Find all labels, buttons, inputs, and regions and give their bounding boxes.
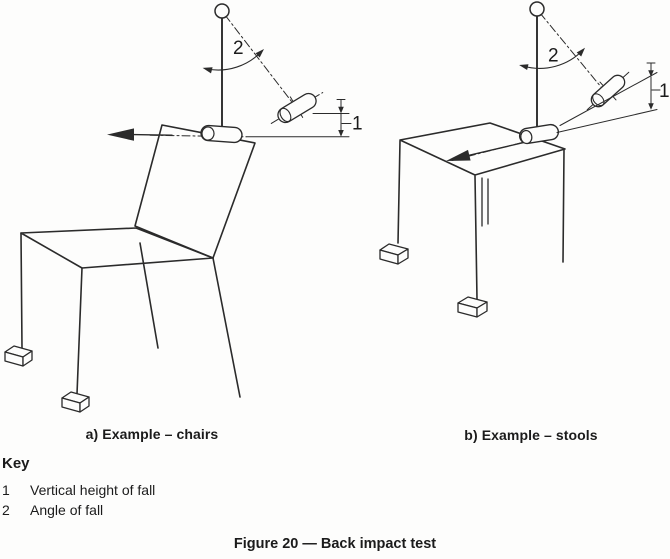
stool-leg [397, 140, 401, 244]
pendulum-pivot [529, 1, 545, 17]
foot-stop-block [379, 243, 409, 265]
angle-of-fall-label: 2 [233, 38, 244, 59]
chair-leg [139, 242, 159, 349]
key-item-ref: 1 [2, 482, 10, 498]
stool-drawing [379, 122, 566, 318]
chair-leg [212, 257, 241, 398]
pendulum-raised-centerline [539, 12, 607, 94]
figure-a-chair: 2 1 [4, 3, 363, 413]
dimension-ref-line [556, 109, 658, 133]
angle-of-fall-label: 2 [548, 46, 559, 67]
height-dimension [245, 99, 352, 138]
chair-leg [76, 267, 83, 395]
impact-direction-arrow [446, 149, 471, 161]
height-of-fall-label: 1 [352, 114, 363, 135]
stool-legs [397, 140, 565, 300]
key-title: Key [2, 455, 30, 472]
angle-arc [522, 49, 584, 69]
impact-arrow-tail [132, 133, 173, 136]
figure-a-caption: a) Example – chairs [85, 426, 219, 442]
dimension-ref-line [559, 72, 658, 126]
dimension-arrowhead [648, 70, 654, 77]
pendulum-pivot [214, 3, 230, 19]
foot-stop-block [4, 345, 33, 367]
raised-impact-hammer [270, 92, 324, 124]
stool-leg [474, 175, 478, 300]
dimension-arrowhead [338, 106, 344, 114]
key-item-label: Vertical height of fall [30, 482, 156, 498]
figure-b-caption: b) Example – stools [464, 427, 598, 443]
chair-drawing [4, 124, 256, 413]
impact-hammer [518, 123, 560, 145]
stool-seat [399, 122, 566, 176]
key-section: Key 1 Vertical height of fall 2 Angle of f… [2, 455, 155, 522]
stool-leg [562, 149, 565, 263]
figure-b-stool: 2 1 [379, 1, 670, 318]
key-item-ref: 2 [2, 502, 10, 518]
arc-arrowhead [202, 67, 213, 74]
arc-arrowhead [576, 47, 585, 57]
foot-stop-block [457, 296, 488, 318]
key-item: 2 Angle of fall [2, 502, 155, 519]
dimension-arrowhead [338, 130, 344, 137]
chair-backrest [134, 124, 256, 259]
height-of-fall-label: 1 [659, 81, 670, 102]
impact-arrow-tail [467, 141, 525, 157]
chair-legs [20, 232, 241, 398]
dimension-arrowhead [648, 103, 654, 110]
chair-leg [20, 232, 23, 349]
pendulum-raised-centerline [224, 14, 296, 107]
arc-arrowhead [519, 64, 529, 70]
chair-seat [20, 227, 214, 269]
height-dimension [556, 62, 661, 133]
impact-hammer [200, 124, 243, 144]
foot-stop-block [61, 391, 90, 413]
figure-caption: Figure 20 — Back impact test [233, 536, 437, 552]
arc-arrowhead [255, 49, 264, 58]
impact-direction-arrow [107, 128, 134, 141]
key-item: 1 Vertical height of fall [2, 482, 155, 499]
key-item-label: Angle of fall [30, 502, 104, 518]
